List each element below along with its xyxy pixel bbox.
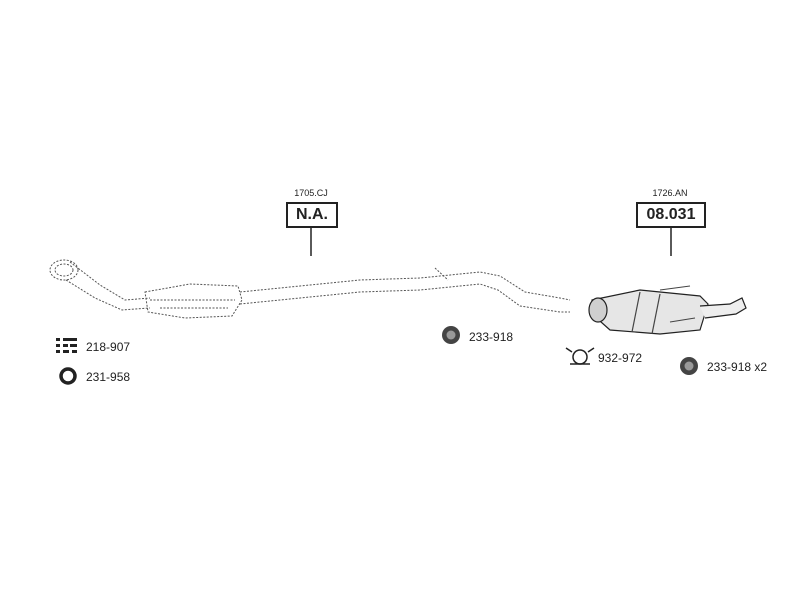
front-section-ref: 1705.CJ: [294, 188, 328, 198]
clamp-kit-icon: [56, 338, 77, 353]
front-pipe-assembly: [49, 259, 571, 319]
pipe-clamp-icon: [565, 347, 595, 365]
front-section-code-box: N.A.: [286, 202, 338, 228]
accessory-label-gasket: 231-958: [86, 370, 131, 384]
gasket-ring-icon: [59, 367, 77, 385]
rear-muffler-shape: [588, 285, 747, 335]
rear-muffler-ref: 1726.AN: [652, 188, 688, 198]
rear-muffler-code-box: 08.031: [636, 202, 706, 228]
accessory-label-mount-middle: 233-918: [469, 330, 514, 344]
accessory-label-pipe-clamp: 932-972: [598, 351, 643, 365]
rubber-mount-icon: [442, 326, 460, 344]
accessory-label-clamp-kit: 218-907: [86, 340, 131, 354]
accessory-label-mount-rear: 233-918 x2: [707, 360, 768, 374]
rubber-mount-icon: [680, 357, 698, 375]
